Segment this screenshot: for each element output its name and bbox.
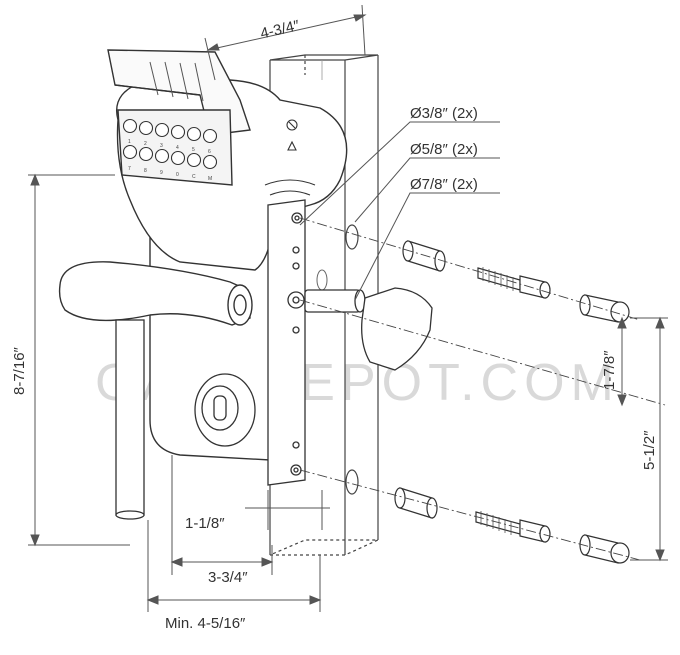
dim-width-top: 4-3/4″ [259, 17, 302, 43]
dim-vertical-right: 5-1/2″ [641, 430, 658, 470]
post-hole-bottom [345, 469, 359, 495]
key-label: 4 [176, 145, 179, 151]
latch-assembly [304, 287, 433, 371]
gate-bar [115, 319, 145, 520]
key-label: 0 [176, 172, 179, 178]
dim-width-min: Min. 4-5/16″ [165, 615, 246, 632]
key-label: 2 [144, 141, 147, 147]
key-label: 8 [144, 168, 147, 174]
dim-vertical-mid: 1-7/8″ [601, 350, 618, 390]
dim-width-1: 1-1/8″ [185, 515, 225, 532]
exploded-parts [394, 240, 630, 564]
lever-handle [58, 261, 253, 326]
post-hole-top [345, 224, 359, 250]
post-hole-inner [316, 269, 328, 291]
dimension-lines [28, 4, 668, 612]
dim-width-2: 3-3/4″ [208, 569, 248, 586]
centre-lines [299, 217, 666, 561]
dim-height-left: 8-7/16″ [11, 346, 28, 395]
key-label: 5 [192, 147, 195, 153]
housing-details [264, 119, 316, 196]
callout-hole-medium: Ø5/8″ (2x) [410, 141, 478, 158]
face-plate [267, 199, 306, 486]
key-label: 3 [160, 143, 163, 149]
screw-threads [480, 267, 514, 535]
keypad [122, 118, 218, 170]
callout-leaders [299, 121, 500, 301]
callout-hole-small: Ø3/8″ (2x) [410, 105, 478, 122]
key-label: M [208, 176, 212, 182]
cover-ribs [149, 61, 204, 102]
key-label: 6 [208, 149, 211, 155]
key-label: C [192, 174, 196, 180]
key-label: 1 [128, 139, 131, 145]
keypad-labels: 1 2 3 4 5 6 7 8 9 0 C M [128, 139, 212, 182]
callout-hole-large: Ø7/8″ (2x) [410, 176, 478, 193]
key-label: 7 [128, 166, 131, 172]
key-label: 9 [160, 170, 163, 176]
key-cylinder [194, 373, 256, 447]
